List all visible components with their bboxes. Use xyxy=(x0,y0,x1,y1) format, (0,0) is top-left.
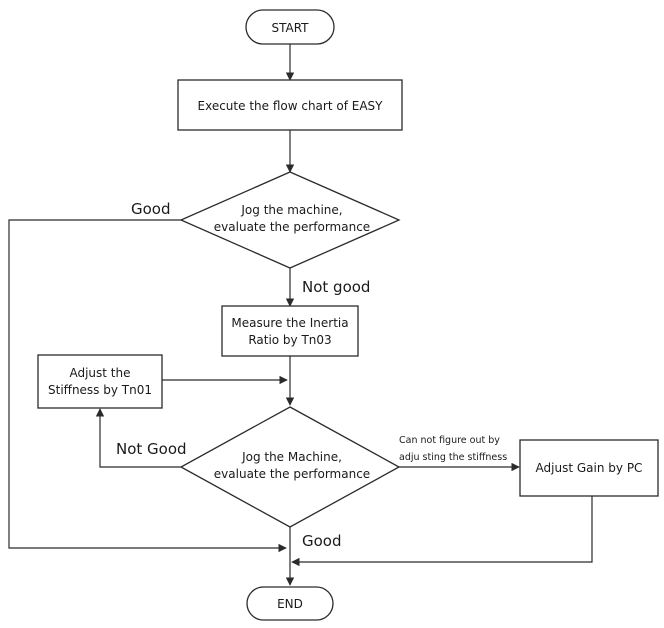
execute-label: Execute the flow chart of EASY xyxy=(198,99,384,113)
edge-decision1-good xyxy=(8,219,287,553)
decision2-node: Jog the Machine, evaluate the performanc… xyxy=(179,406,401,528)
measure-box xyxy=(221,305,359,357)
decision1-line2: evaluate the performance xyxy=(214,220,370,234)
end-terminator xyxy=(246,586,334,621)
decision1-line1: Jog the machine, xyxy=(240,203,342,217)
adjust-stiffness-line1: Adjust the xyxy=(69,366,130,380)
measure-node: Measure the Inertia Ratio by Tn03 xyxy=(221,305,359,357)
label-cannot-figure-line1: Can not figure out by xyxy=(399,435,500,446)
label-not-good-2: Not Good xyxy=(116,440,187,458)
adjust-gain-box xyxy=(519,439,659,497)
execute-box xyxy=(177,79,403,131)
adjust-gain-label: Adjust Gain by PC xyxy=(536,461,643,475)
edges xyxy=(8,44,593,586)
adjust-stiffness-line2: Stiffness by Tn01 xyxy=(48,383,152,397)
end-node: END xyxy=(246,586,334,621)
label-not-good-1: Not good xyxy=(302,278,370,296)
decision2-line1: Jog the Machine, xyxy=(241,450,342,464)
start-node: START xyxy=(245,9,335,45)
adjust-stiffness-node: Adjust the Stiffness by Tn01 xyxy=(37,354,163,409)
adjust-stiffness-box xyxy=(37,354,163,409)
edge-gain-return xyxy=(291,496,593,567)
execute-node: Execute the flow chart of EASY xyxy=(177,79,403,131)
decision2-diamond xyxy=(179,406,401,528)
start-terminator xyxy=(245,9,335,45)
start-label: START xyxy=(271,21,309,35)
end-label: END xyxy=(277,597,303,611)
label-cannot-figure-line2: adju sting the stiffness xyxy=(399,452,507,463)
decision1-node: Jog the machine, evaluate the performanc… xyxy=(179,171,401,269)
measure-line2: Ratio by Tn03 xyxy=(248,333,331,347)
decision2-line2: evaluate the performance xyxy=(214,467,370,481)
measure-line1: Measure the Inertia xyxy=(231,316,348,330)
label-good-1: Good xyxy=(131,200,171,218)
decision1-diamond xyxy=(179,171,401,269)
edge-decision2-notgood xyxy=(95,408,181,468)
label-good-2: Good xyxy=(302,532,342,550)
adjust-gain-node: Adjust Gain by PC xyxy=(519,439,659,497)
